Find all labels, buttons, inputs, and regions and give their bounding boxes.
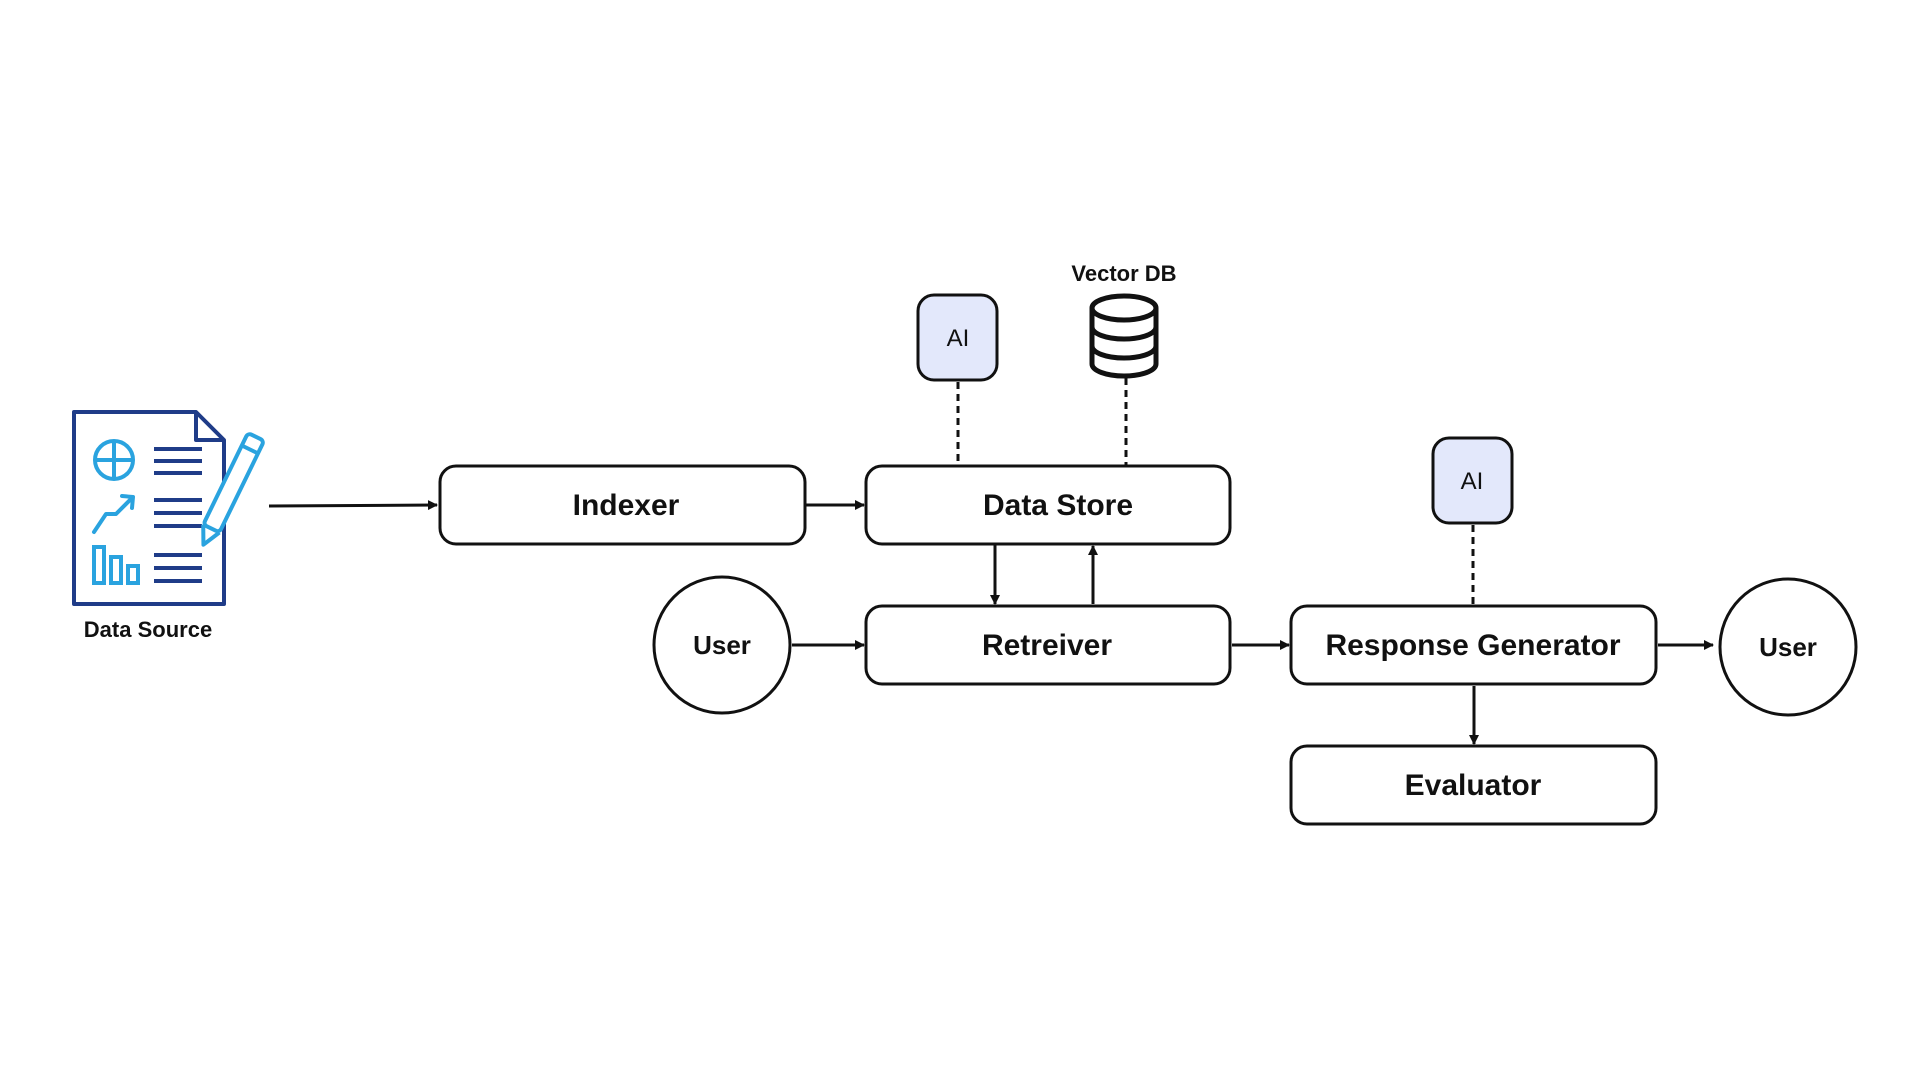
ai-badge-generator-label: AI <box>1461 468 1484 495</box>
indexer-label: Indexer <box>573 489 680 522</box>
user-output-node: User <box>1718 577 1858 717</box>
evaluator-label: Evaluator <box>1405 769 1542 802</box>
retriever-node: Retreiver <box>864 604 1232 686</box>
retriever-label: Retreiver <box>982 629 1112 662</box>
ai-badge-generator: AI <box>1431 436 1514 525</box>
evaluator-node: Evaluator <box>1289 744 1658 826</box>
data-store-label: Data Store <box>983 489 1133 522</box>
user-input-node: User <box>652 575 792 715</box>
vector-db-label: Vector DB <box>1071 261 1176 286</box>
data-store-node: Data Store <box>864 464 1232 546</box>
ai-badge-datastore-label: AI <box>947 325 970 352</box>
user-input-label: User <box>693 630 751 660</box>
user-output-label: User <box>1759 632 1817 662</box>
response-generator-node: Response Generator <box>1289 604 1658 686</box>
ai-badge-datastore: AI <box>916 293 999 382</box>
indexer-node: Indexer <box>438 464 807 546</box>
document-report-icon <box>72 410 265 606</box>
data-source-label: Data Source <box>84 617 212 642</box>
response-generator-label: Response Generator <box>1325 629 1620 662</box>
arrow-source-to-indexer <box>268 500 438 511</box>
database-icon <box>1089 293 1159 379</box>
